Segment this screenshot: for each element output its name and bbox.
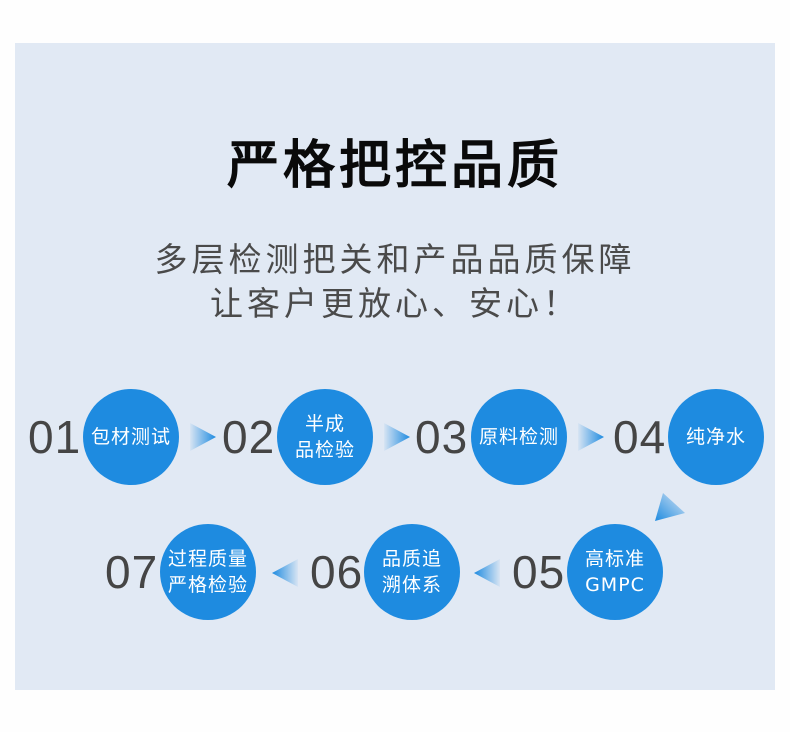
- step-circle-04: 纯净水: [668, 389, 764, 485]
- step-label: 品检验: [294, 439, 355, 461]
- step-label: 严格检验: [167, 574, 248, 596]
- step-label: 纯净水: [685, 426, 746, 448]
- arrow-right-icon: [384, 423, 410, 451]
- arrow-left-icon: [474, 559, 500, 587]
- step-circle-06: 品质追 溯体系: [364, 524, 460, 620]
- step-circle-07: 过程质量 严格检验: [160, 524, 256, 620]
- arrow-right-icon: [190, 423, 216, 451]
- subtitle-line-1: 多层检测把关和产品品质保障: [154, 240, 636, 279]
- arrow-down-left-icon: [655, 493, 685, 521]
- step-label: GMPC: [585, 574, 645, 596]
- step-label: 溯体系: [381, 574, 442, 596]
- step-number-05: 05: [512, 546, 566, 598]
- step-circle-01: 包材测试: [83, 389, 179, 485]
- arrow-left-icon: [272, 559, 298, 587]
- step-number-03: 03: [415, 411, 469, 463]
- arrow-right-icon: [578, 423, 604, 451]
- step-number-07: 07: [105, 546, 159, 598]
- step-circle-03: 原料检测: [471, 389, 567, 485]
- step-label: 原料检测: [478, 426, 559, 448]
- step-number-02: 02: [222, 411, 276, 463]
- step-circle-05: 高标准 GMPC: [567, 524, 663, 620]
- step-circle-02: 半成 品检验: [277, 389, 373, 485]
- step-label: 过程质量: [167, 548, 248, 570]
- step-number-01: 01: [28, 411, 82, 463]
- step-number-06: 06: [310, 546, 364, 598]
- page-title: 严格把控品质: [226, 136, 563, 196]
- subtitle-line-2: 让客户更放心、安心！: [210, 284, 580, 323]
- step-label: 半成: [304, 413, 345, 435]
- step-label: 品质追: [381, 548, 442, 570]
- step-label: 高标准: [584, 548, 645, 570]
- step-number-04: 04: [613, 411, 667, 463]
- step-label: 包材测试: [90, 426, 171, 448]
